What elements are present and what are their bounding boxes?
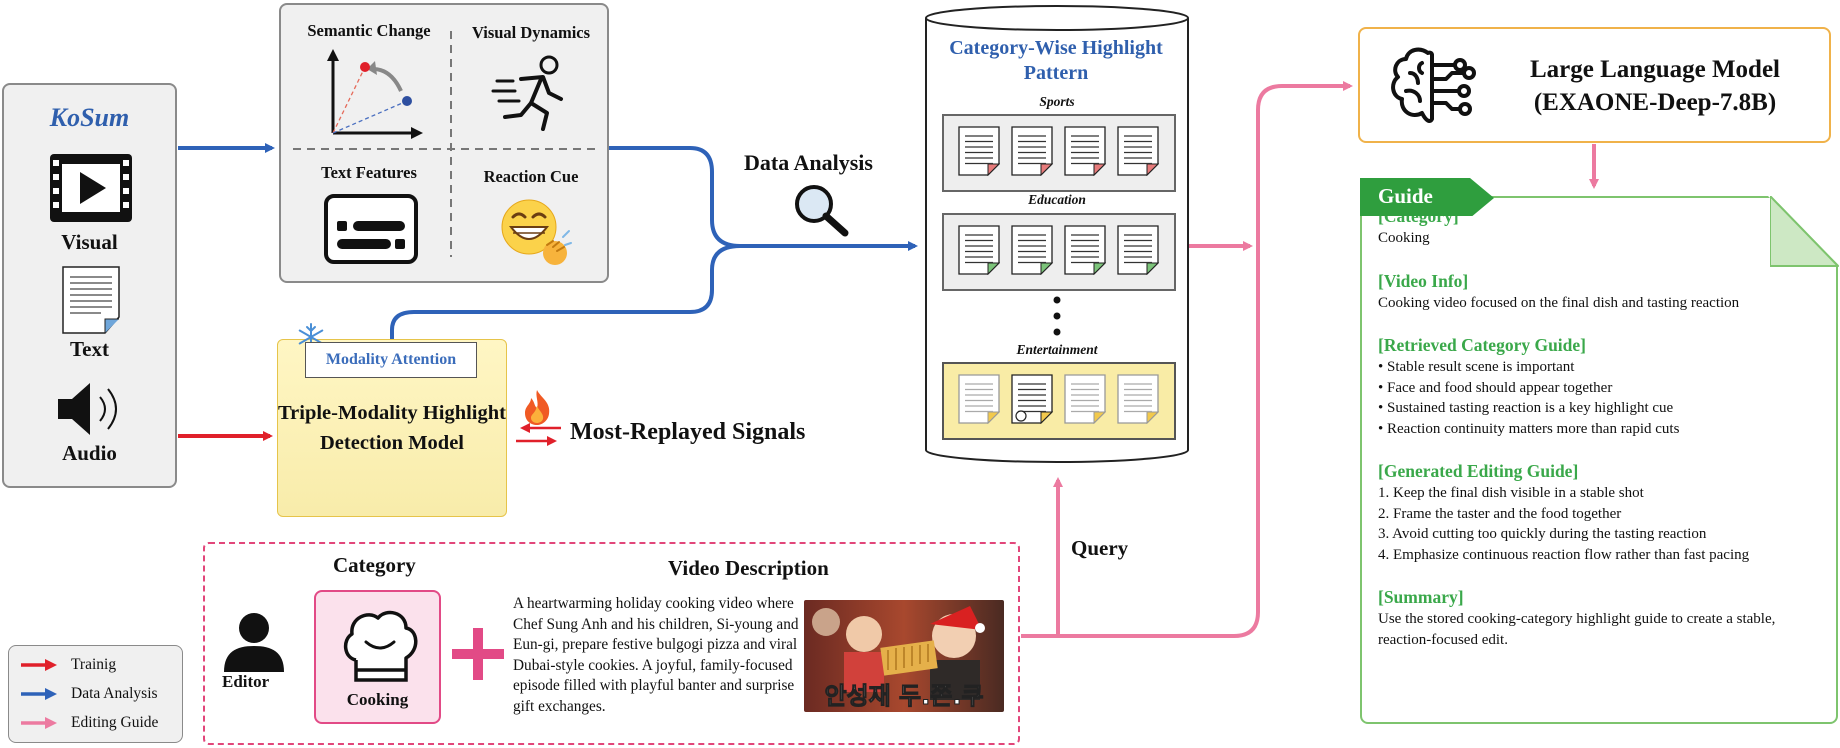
guide-section-heading: [Generated Editing Guide] bbox=[1378, 461, 1579, 481]
llm-name: Large Language Model (EXAONE-Deep-7.8B) bbox=[1490, 53, 1820, 119]
modality-audio-label: Audio bbox=[62, 441, 117, 465]
ellipsis-vertical-icon bbox=[1053, 296, 1061, 336]
most-replayed-signals-label: Most-Replayed Signals bbox=[570, 419, 806, 445]
thumbnail-caption: 안성재 두.쫀.쿠 bbox=[824, 682, 983, 710]
plus-icon bbox=[452, 628, 504, 680]
guide-section-line: • Reaction continuity matters more than … bbox=[1378, 420, 1680, 437]
guide-corner-fold bbox=[1770, 196, 1839, 267]
guide-section-heading: [Summary] bbox=[1378, 587, 1464, 607]
editor-person-icon bbox=[224, 613, 284, 672]
model-name: Triple-Modality Highlight Detection Mode… bbox=[278, 402, 506, 454]
category-card-cooking-label: Cooking bbox=[346, 690, 409, 709]
wire-query-out bbox=[1021, 246, 1260, 638]
legend-training-label: Trainig bbox=[71, 656, 117, 673]
pattern-doc-icon-education bbox=[1064, 225, 1106, 275]
category-education-label: Education bbox=[1028, 192, 1086, 207]
guide-section-line: 2. Frame the taster and the food togethe… bbox=[1378, 505, 1622, 522]
fire-icon bbox=[525, 390, 550, 425]
pattern-store-title: Category-Wise Highlight Pattern bbox=[949, 37, 1163, 84]
legend-guide-arrow bbox=[21, 717, 57, 729]
visual-dynamics-title: Visual Dynamics bbox=[471, 23, 591, 42]
guide-section-line: Cooking bbox=[1378, 230, 1430, 246]
laughing-face-icon bbox=[501, 199, 572, 265]
pattern-doc-icon-education bbox=[1117, 225, 1159, 275]
video-description-text: A heartwarming holiday cooking video whe… bbox=[513, 595, 799, 715]
category-sports-label: Sports bbox=[1039, 94, 1075, 109]
semantic-change-title: Semantic Change bbox=[307, 21, 431, 40]
editor-label: Editor bbox=[222, 672, 270, 691]
wire-model-to-analysis bbox=[390, 244, 741, 339]
modality-visual-label: Visual bbox=[61, 230, 118, 254]
guide-section-line: • Face and food should appear together bbox=[1378, 379, 1613, 396]
data-analysis-label: Data Analysis bbox=[744, 150, 873, 175]
guide-section-line: Use the stored cooking-category highligh… bbox=[1378, 611, 1776, 627]
query-description-title: Video Description bbox=[668, 556, 829, 580]
text-features-title: Text Features bbox=[321, 163, 417, 182]
pattern-doc-icon-sports bbox=[1011, 126, 1053, 176]
legend-item-analysis: Data Analysis bbox=[19, 685, 158, 703]
wire-llm-input bbox=[1256, 81, 1353, 246]
feature-extraction-box: Semantic Change Visual Dynamics Text Fea… bbox=[279, 3, 609, 283]
chef-hat-icon bbox=[343, 610, 418, 682]
query-label: Query bbox=[1071, 536, 1129, 560]
semantic-change-icon bbox=[327, 49, 423, 139]
modality-attention-label: Modality Attention bbox=[305, 342, 477, 378]
magnifier-icon bbox=[795, 185, 849, 237]
query-category-title: Category bbox=[333, 553, 416, 577]
guide-tab-label: Guide bbox=[1378, 184, 1433, 208]
video-thumbnail: 안성재 두.쫀.쿠 bbox=[804, 600, 1004, 712]
llm-name-line1: Large Language Model bbox=[1530, 56, 1780, 83]
query-input-box bbox=[203, 542, 1020, 745]
text-document-icon bbox=[62, 266, 120, 334]
category-card-cooking: Cooking bbox=[314, 590, 441, 724]
category-entertainment-label: Entertainment bbox=[1016, 342, 1098, 357]
guide-tab-shape bbox=[1360, 178, 1494, 216]
legend: Trainig Data Analysis Editing Guide bbox=[8, 645, 183, 743]
editing-guide-document: [Category]Cooking[Video Info]Cooking vid… bbox=[1360, 196, 1838, 724]
video-icon bbox=[50, 154, 132, 222]
subtitle-icon bbox=[324, 194, 418, 264]
legend-guide-label: Editing Guide bbox=[71, 714, 159, 731]
kosum-dataset-box: KoSum Visual Text Audio bbox=[2, 83, 177, 488]
legend-analysis-arrow bbox=[21, 688, 57, 700]
legend-analysis-label: Data Analysis bbox=[71, 685, 158, 702]
guide-section-line: • Sustained tasting reaction is a key hi… bbox=[1378, 400, 1674, 416]
guide-section-line: Cooking video focused on the final dish … bbox=[1378, 294, 1740, 311]
pattern-doc-icon-education bbox=[958, 225, 1000, 275]
llm-box: Large Language Model (EXAONE-Deep-7.8B) bbox=[1358, 27, 1831, 143]
pattern-doc-icon-entertainment bbox=[1117, 374, 1159, 424]
video-thumbnail-art: 안성재 두.쫀.쿠 bbox=[804, 600, 1004, 712]
pattern-doc-icon-sports bbox=[1117, 126, 1159, 176]
guide-section-line: 1. Keep the final dish visible in a stab… bbox=[1378, 485, 1644, 501]
modality-text-label: Text bbox=[70, 337, 109, 361]
speaker-icon bbox=[58, 383, 117, 435]
pattern-doc-icon-sports bbox=[1064, 126, 1106, 176]
running-person-icon bbox=[491, 55, 563, 131]
pattern-doc-icon-education bbox=[1011, 225, 1053, 275]
legend-training-arrow bbox=[21, 659, 57, 671]
legend-item-training: Trainig bbox=[19, 656, 116, 674]
legend-item-guide: Editing Guide bbox=[19, 714, 158, 732]
pattern-doc-icon-sports bbox=[958, 126, 1000, 176]
guide-section-line: reaction-focused edit. bbox=[1378, 631, 1508, 648]
guide-section-heading: [Video Info] bbox=[1378, 270, 1469, 291]
pattern-doc-icon-entertainment bbox=[1064, 374, 1106, 424]
brain-circuit-icon bbox=[1391, 47, 1476, 123]
guide-section-line: • Stable result scene is important bbox=[1378, 359, 1575, 375]
llm-name-line2: (EXAONE-Deep-7.8B) bbox=[1533, 89, 1777, 116]
kosum-title: KoSum bbox=[49, 103, 130, 132]
pattern-doc-icon-entertainment bbox=[958, 374, 1000, 424]
guide-section-line: 4. Emphasize continuous reaction flow ra… bbox=[1378, 546, 1750, 563]
feature-grid-dividers bbox=[293, 31, 597, 257]
guide-section-heading: [Retrieved Category Guide] bbox=[1378, 335, 1586, 355]
wire-features-to-analysis bbox=[609, 146, 741, 248]
pattern-doc-icon-entertainment bbox=[1011, 374, 1053, 424]
reaction-cue-title: Reaction Cue bbox=[483, 167, 579, 186]
guide-section-line: 3. Avoid cutting too quickly during the … bbox=[1378, 526, 1707, 542]
